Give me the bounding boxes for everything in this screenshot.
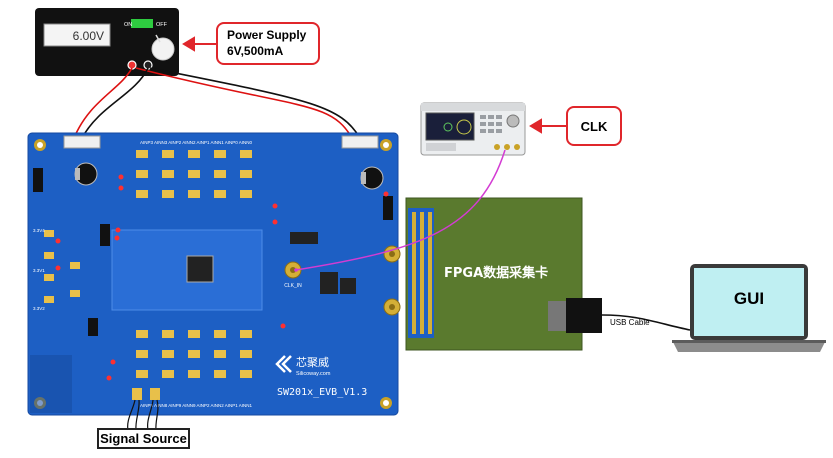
power-display-value: 6.00V (73, 29, 104, 43)
positive-terminal (127, 60, 137, 70)
power-switch (131, 19, 153, 28)
evb-left-label-2: 3.3V1 (33, 268, 45, 273)
usb-cable (601, 314, 691, 331)
power-display (43, 23, 111, 47)
usb-cable-label: USB Cable (610, 318, 650, 327)
laptop (672, 264, 826, 352)
evb-board: AINP3 AINN3 AINP2 AINN2 AINP1 AINN1 AINP… (27, 132, 401, 416)
usb-plug (548, 301, 570, 331)
adc-chip (186, 255, 214, 283)
power-supply: 6.00V ON OFF (35, 8, 179, 76)
evb-left-label-3: 3.3V2 (33, 306, 45, 311)
power-supply-callout: Power Supply 6V,500mA (216, 22, 320, 65)
brand-cn: 芯聚威 (296, 355, 329, 369)
power-wires (73, 67, 361, 139)
clk-label: CLK (580, 119, 608, 134)
callout-arrows (182, 36, 566, 134)
switch-on-label: ON (124, 22, 132, 28)
evb-name: SW201x_EVB_V1.3 (277, 387, 367, 398)
clk-in-label: CLK_IN (284, 283, 302, 289)
power-supply-spec: 6V,500mA (227, 44, 284, 58)
fpga-connector-pins (412, 212, 432, 334)
clk-wire (295, 149, 506, 271)
silicoway-logo: 芯聚威 Silicoway.com (275, 355, 331, 377)
fpga-label: FPGA数据采集卡 (444, 266, 549, 281)
evb-top-labels: AINP3 AINN3 AINP2 AINN2 AINP1 AINN1 AINP… (140, 140, 253, 145)
power-knob-icon (151, 37, 175, 61)
brand-url: Silicoway.com (296, 371, 331, 377)
switch-off-label: OFF (156, 22, 168, 28)
laptop-gui-text: GUI (733, 289, 765, 308)
signal-source-wires (127, 399, 159, 431)
power-supply-title: Power Supply (227, 28, 307, 42)
evb-bottom-labels: AINP8 AINN8 AINP9 AINN9 AINP2 AINN2 AINP… (140, 403, 253, 408)
laptop-screen (694, 268, 804, 336)
evb-left-label-1: 3.3V4 (33, 228, 45, 233)
signal-source-label: Signal Source (97, 428, 190, 449)
clk-callout: CLK (566, 106, 622, 146)
fpga-board (405, 197, 602, 351)
signal-generator (420, 102, 526, 156)
generator-screen (425, 112, 475, 141)
